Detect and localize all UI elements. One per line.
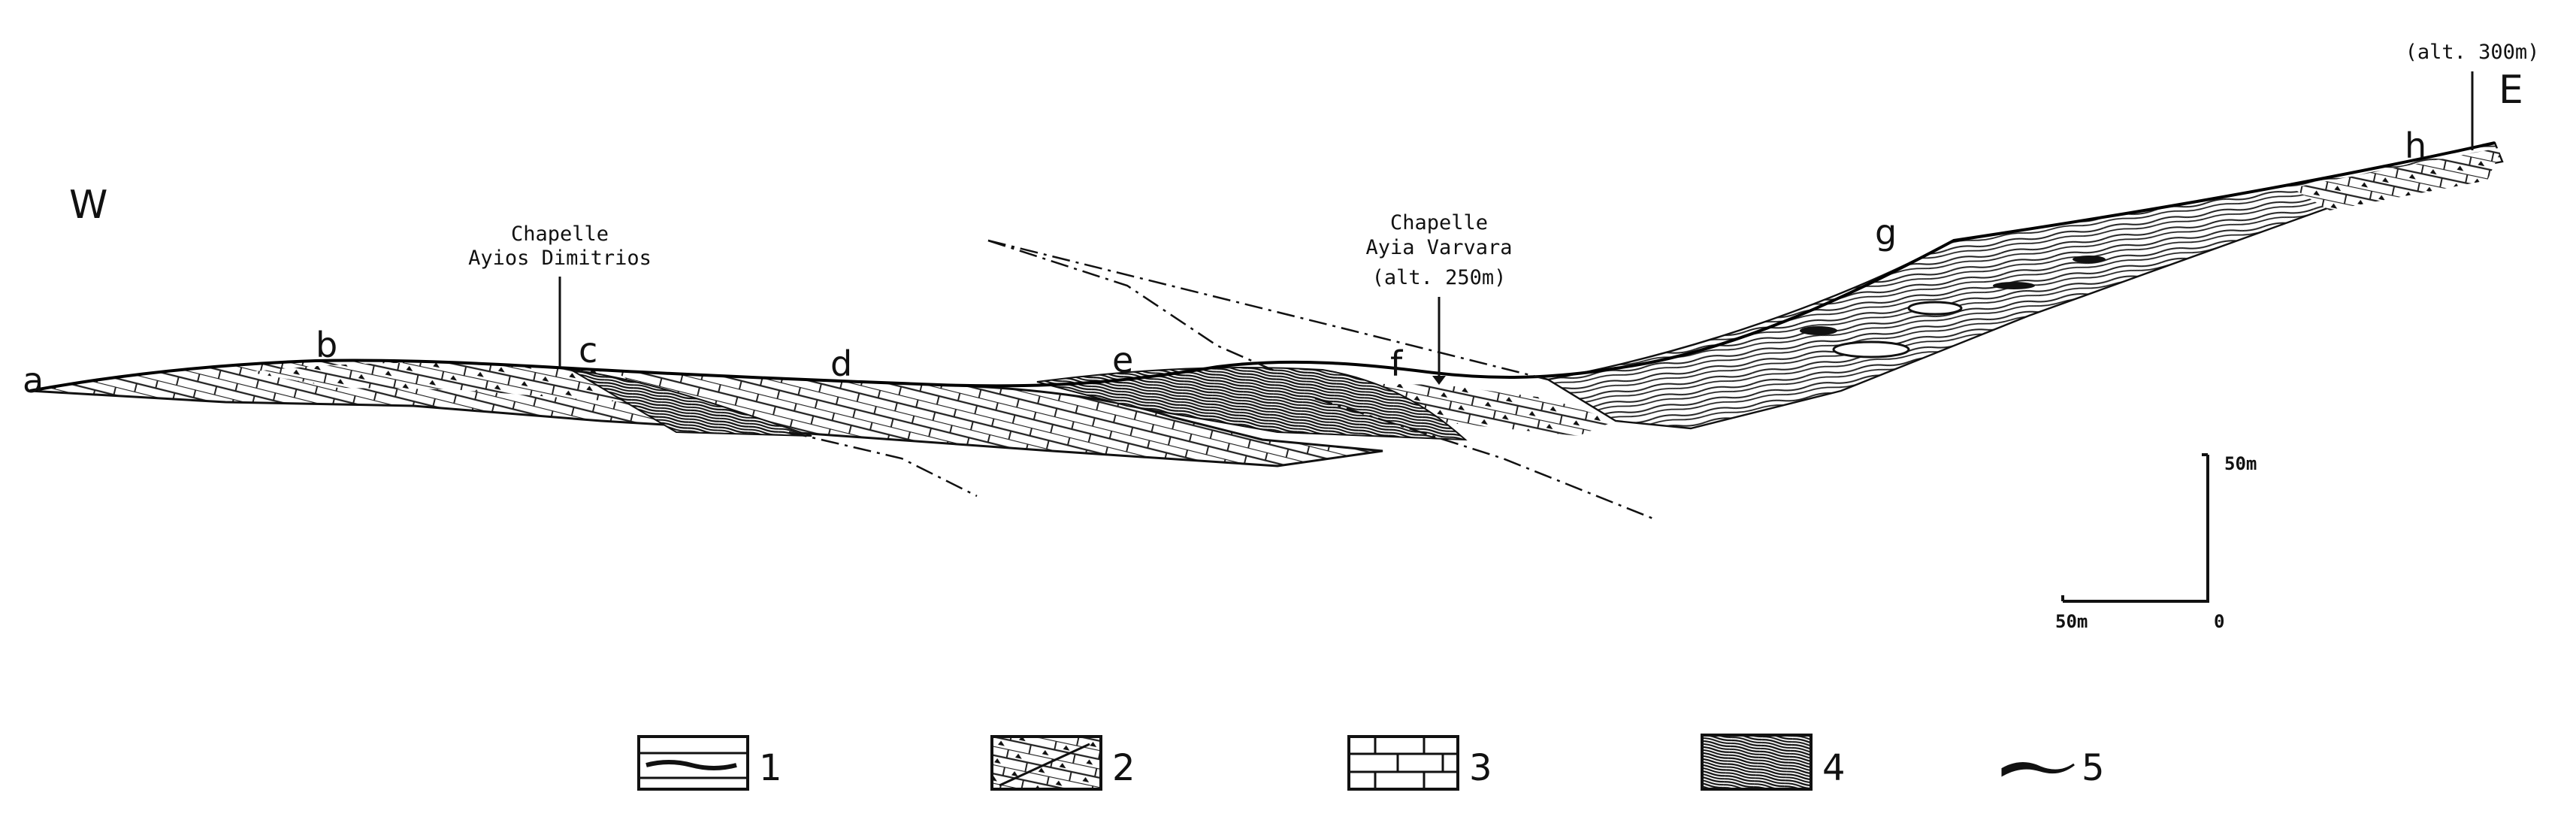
legend: 1 2 3 4 5 — [637, 734, 2105, 791]
point-f-label: f — [1390, 343, 1404, 384]
alt-east-text: (alt. 300m) — [2405, 41, 2540, 64]
legend-item-4: 4 — [1701, 734, 1846, 791]
annotation-alt-east: (alt. 300m) — [2405, 41, 2540, 150]
point-b-label: b — [316, 325, 337, 365]
west-label: W — [69, 183, 107, 228]
scale-bar — [2061, 453, 2209, 603]
annotation-chapelle-varvara: Chapelle Ayia Varvara (alt. 250m) — [1365, 211, 1513, 385]
scale-origin-label: 0 — [2214, 611, 2224, 632]
point-c-label: c — [579, 330, 597, 371]
legend-item-2: 2 — [990, 735, 1135, 791]
point-a-label: a — [23, 360, 44, 401]
point-h-label: h — [2405, 126, 2426, 166]
thrust-traces — [788, 239, 1654, 520]
legend-item-1: 1 — [637, 735, 782, 791]
annotation-chapelle-dimitrios: Chapelle Ayios Dimitrios — [468, 222, 652, 367]
topographic-profile — [29, 141, 2496, 392]
legend-item-3: 3 — [1347, 735, 1492, 791]
east-label: E — [2499, 68, 2523, 113]
scale-vertical-label: 50m — [2224, 453, 2257, 474]
scale-horizontal-label: 50m — [2055, 611, 2088, 632]
point-e-label: e — [1112, 340, 1133, 380]
legend-label-4: 4 — [1822, 747, 1846, 789]
legend-label-2: 2 — [1112, 747, 1135, 789]
point-d-label: d — [830, 343, 852, 384]
chapelle-varvara-line3: (alt. 250m) — [1372, 266, 1507, 289]
chapelle-dimitrios-line1: Chapelle — [511, 222, 609, 246]
chapelle-dimitrios-line2: Ayios Dimitrios — [468, 247, 652, 270]
legend-item-5: 5 — [2001, 747, 2105, 789]
cross-section-body — [29, 141, 2504, 467]
legend-label-5: 5 — [2082, 747, 2105, 789]
legend-label-1: 1 — [759, 747, 782, 789]
legend-label-3: 3 — [1469, 747, 1492, 789]
chapelle-varvara-line1: Chapelle — [1390, 211, 1488, 234]
chapelle-varvara-line2: Ayia Varvara — [1365, 236, 1512, 259]
point-g-label: g — [1875, 212, 1897, 253]
